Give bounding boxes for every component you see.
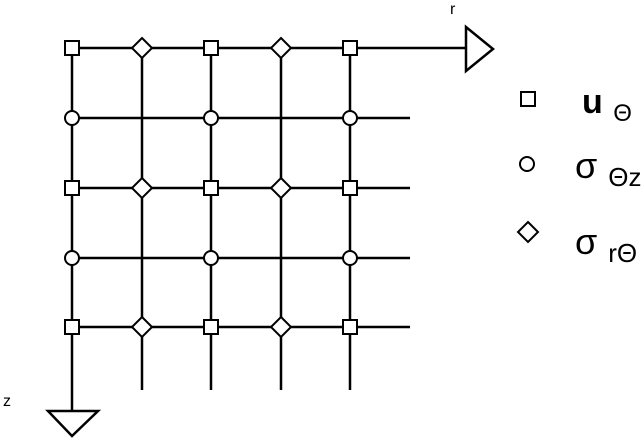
legend-subscript: Θ bbox=[613, 100, 632, 127]
legend: u Θ σ Θz σ rΘ bbox=[516, 83, 641, 268]
diamond-node bbox=[269, 36, 293, 60]
z-axis-label: z bbox=[3, 393, 11, 410]
square-node bbox=[342, 40, 358, 56]
circle-node bbox=[203, 110, 219, 126]
square-marker bbox=[520, 91, 536, 107]
diamond-marker bbox=[516, 220, 540, 244]
r-axis-label: r bbox=[450, 1, 456, 18]
circle-node bbox=[64, 250, 80, 266]
legend-label-u-theta: u Θ bbox=[582, 83, 632, 127]
circle-node bbox=[342, 250, 358, 266]
legend-symbol: u bbox=[582, 83, 603, 121]
diamond-node bbox=[269, 176, 293, 200]
legend-item-sigma-r-theta: σ rΘ bbox=[516, 220, 637, 268]
square-node bbox=[342, 319, 358, 335]
circle-node bbox=[64, 110, 80, 126]
square-node bbox=[342, 180, 358, 196]
square-node bbox=[203, 180, 219, 196]
circle-marker bbox=[519, 156, 535, 172]
diamond-node bbox=[130, 315, 154, 339]
legend-item-u-theta: u Θ bbox=[520, 83, 632, 127]
circle-node bbox=[203, 250, 219, 266]
legend-subscript: Θz bbox=[608, 162, 641, 192]
legend-subscript: rΘ bbox=[608, 238, 637, 268]
square-node bbox=[64, 40, 80, 56]
square-node bbox=[203, 40, 219, 56]
square-node bbox=[64, 319, 80, 335]
grid-lines bbox=[70, 46, 466, 411]
square-node bbox=[203, 319, 219, 335]
grid-nodes bbox=[64, 36, 358, 339]
legend-symbol: σ bbox=[575, 221, 597, 262]
diamond-node bbox=[269, 315, 293, 339]
diamond-node bbox=[130, 176, 154, 200]
legend-symbol: σ bbox=[575, 145, 597, 186]
z-axis-arrowhead bbox=[45, 409, 102, 438]
circle-node bbox=[342, 110, 358, 126]
legend-item-sigma-theta-z: σ Θz bbox=[519, 145, 641, 192]
legend-label-sigma-r-theta: σ rΘ bbox=[575, 221, 637, 268]
legend-label-sigma-theta-z: σ Θz bbox=[575, 145, 641, 192]
r-axis-arrowhead bbox=[464, 24, 495, 74]
diamond-node bbox=[130, 36, 154, 60]
axis-arrows bbox=[45, 24, 495, 438]
square-node bbox=[64, 180, 80, 196]
